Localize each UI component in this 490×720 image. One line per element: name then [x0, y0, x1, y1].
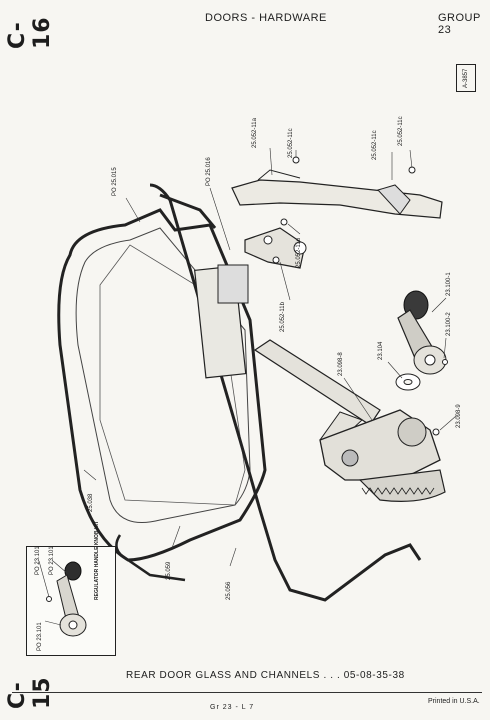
callout-23098-9: 23.098-9 [456, 404, 462, 428]
callout-25052-11d: 25.052-11d [296, 238, 302, 268]
kit-callout-1: PO 23.101 [35, 546, 41, 575]
kit-callout-2: PO 23.101 [49, 546, 55, 575]
callout-23098-8: 23.098-8 [338, 352, 344, 376]
callout-25052-11c-a: 25.052-11c [288, 128, 294, 158]
lower-guide-plate [244, 227, 306, 269]
callout-25052-11c-c: 25.052-11c [398, 116, 404, 146]
callout-25059: 25.059 [166, 561, 172, 580]
division-channel-plate [217, 264, 249, 304]
printed-note: Printed in U.S.A. [428, 698, 480, 705]
callout-23100-2: 23.100-2 [446, 312, 452, 336]
callout-25052-11b: 25.052-11b [280, 302, 286, 332]
callout-25038: 25.038 [88, 493, 94, 512]
callout-po-25016: PO 25.016 [206, 157, 212, 186]
callout-25052-11c-b: 25.052-11c [372, 130, 378, 160]
footer-divider [12, 692, 482, 693]
callout-po-25015: PO 25.015 [112, 167, 118, 196]
figure-caption: REAR DOOR GLASS AND CHANNELS . . . 05-08… [126, 670, 405, 681]
bottom-channel [115, 534, 186, 582]
callout-23100-1: 23.100-1 [446, 272, 452, 296]
page-code: Gr 23 - L 7 [210, 704, 255, 711]
callout-25056: 25.056 [226, 581, 232, 600]
group-label: GROUP 23 [438, 12, 481, 36]
kit-callout-3: PO 23.101 [37, 622, 43, 651]
glass-frame-outer [57, 208, 267, 562]
section-code-bottom: C-15 [5, 676, 55, 709]
top-channel [159, 193, 217, 229]
callout-25052-11a: 25.052-11a [252, 118, 258, 148]
glass-frame-inner [75, 227, 251, 523]
kit-title: REGULATOR HANDLE KNOB KIT [94, 521, 100, 600]
callout-23104: 23.104 [378, 341, 384, 360]
handle-kit-icon [38, 560, 87, 637]
page-title: DOORS - HARDWARE [205, 12, 327, 24]
handle-knob-kit-inset: PO 23.101 PO 23.101 PO 23.101 [26, 546, 116, 656]
glass-pane [99, 244, 246, 506]
upper-guide-track [231, 179, 443, 219]
regulator-arm [253, 339, 381, 426]
